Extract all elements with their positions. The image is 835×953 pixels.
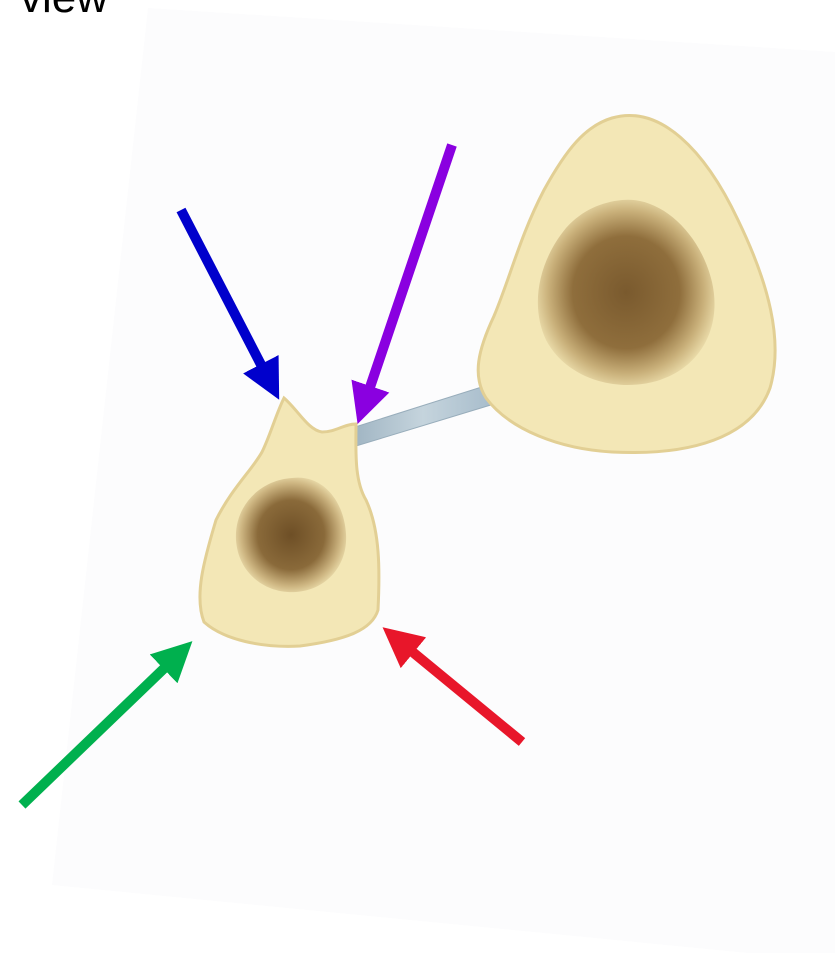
background-card: [52, 8, 835, 953]
